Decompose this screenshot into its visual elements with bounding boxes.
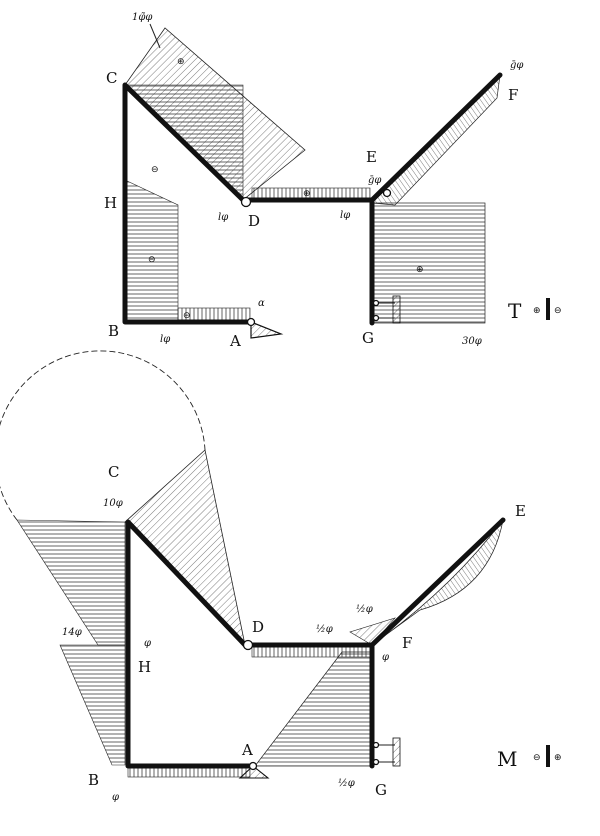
- t-member-ef: [369, 72, 503, 203]
- m-value-f-left: ½φ: [316, 624, 333, 635]
- t-value-e-under: lφ: [340, 210, 350, 221]
- m-title: M: [497, 747, 517, 771]
- t-node-b: B: [108, 322, 119, 340]
- t-legend-neg: ⊖: [554, 306, 562, 316]
- t-value-d: lφ: [218, 212, 228, 223]
- t-value-a: α: [258, 298, 265, 309]
- t-node-a: A: [229, 332, 241, 350]
- t-region-eg: [371, 202, 486, 324]
- t-value-b: lφ: [160, 334, 170, 345]
- m-legend-neg: ⊖: [533, 753, 541, 763]
- m-hinge-d: [242, 639, 254, 651]
- m-member-fe: [369, 517, 506, 648]
- m-support-g: [372, 737, 401, 767]
- m-node-c: C: [108, 463, 119, 481]
- t-node-d: D: [248, 212, 260, 230]
- m-region-cd: [124, 449, 246, 647]
- t-node-g: G: [362, 329, 374, 347]
- m-value-h-left: 14φ: [62, 627, 82, 638]
- m-value-f-right: φ: [382, 652, 389, 663]
- t-legend-pos: ⊕: [533, 306, 541, 316]
- t-hinge-d: [240, 196, 252, 208]
- m-frame: [125, 519, 375, 769]
- m-node-e: E: [515, 502, 526, 520]
- t-sign-6: ⊕: [416, 265, 424, 275]
- m-value-b: φ: [112, 792, 119, 803]
- t-sign-3: ⊖: [148, 255, 156, 265]
- t-node-f: F: [508, 86, 518, 104]
- t-node-e: E: [366, 148, 377, 166]
- t-region-left-column: [124, 179, 179, 321]
- m-value-h-right: φ: [144, 638, 151, 649]
- m-legend-bar: [546, 745, 550, 767]
- t-legend-bar: [546, 298, 550, 320]
- diagram-t: C H B A D E F G 1φ̃φ ḡφ lφ ḡφ lφ α lφ 30…: [104, 12, 562, 350]
- m-region-left-lower: [59, 644, 126, 766]
- t-value-g-region: 30φ: [462, 336, 482, 347]
- m-value-c: 10φ: [103, 498, 123, 509]
- t-frame: [122, 82, 375, 326]
- t-node-c: C: [106, 69, 117, 87]
- t-sign-5: ⊕: [303, 189, 311, 199]
- t-sign-2: ⊖: [151, 165, 159, 175]
- t-sign-4: ⊖: [183, 311, 191, 321]
- m-legend-pos: ⊕: [554, 753, 562, 763]
- t-title: T: [508, 299, 522, 323]
- diagram-m: C H B A D E F G 10φ 14φ φ ½φ ½φ φ φ ½φ M…: [0, 350, 562, 803]
- m-node-f: F: [402, 634, 412, 652]
- t-sign-1: ⊕: [177, 57, 185, 67]
- t-support-g: [372, 295, 401, 324]
- m-node-d: D: [252, 618, 264, 636]
- t-node-h: H: [104, 194, 117, 212]
- m-node-b: B: [88, 771, 99, 789]
- m-node-g: G: [375, 781, 387, 799]
- m-value-g: ½φ: [338, 778, 355, 789]
- m-node-h: H: [138, 658, 151, 676]
- t-support-a: [246, 317, 284, 339]
- t-value-top-triangle: 1φ̃φ: [132, 12, 152, 23]
- t-value-e: ḡφ: [368, 175, 381, 186]
- m-value-f-top: ½φ: [356, 604, 373, 615]
- m-support-a: [238, 761, 270, 779]
- m-node-a: A: [241, 741, 253, 759]
- t-value-f-end: ḡφ: [510, 60, 523, 71]
- t-hinge-e: [382, 188, 392, 198]
- m-region-fg: [254, 651, 373, 767]
